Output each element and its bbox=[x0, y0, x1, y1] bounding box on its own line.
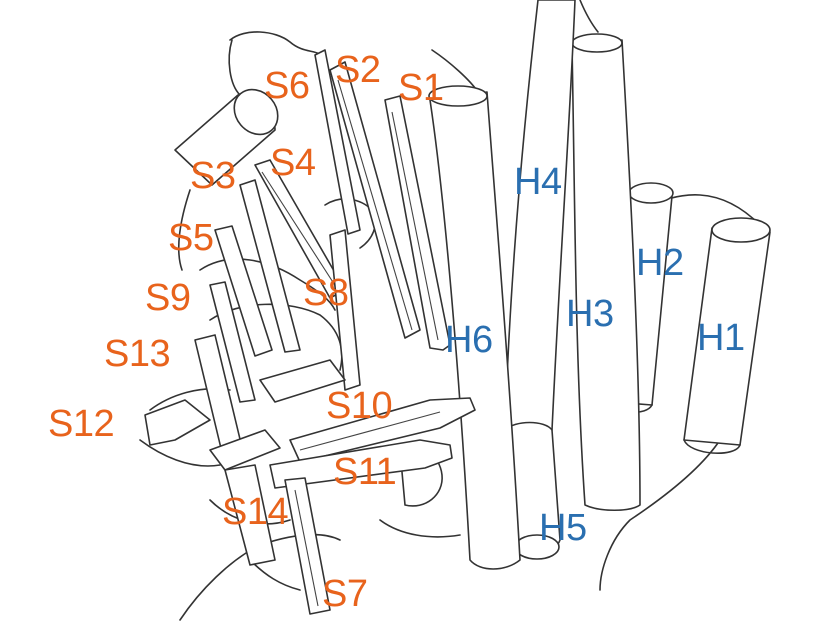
sheet-lower bbox=[144, 334, 476, 615]
label-H3: H3 bbox=[566, 293, 614, 335]
label-H2: H2 bbox=[636, 242, 684, 284]
label-S4: S4 bbox=[270, 142, 316, 184]
label-S7: S7 bbox=[322, 573, 367, 615]
label-H4: H4 bbox=[514, 161, 562, 203]
label-S10: S10 bbox=[326, 385, 392, 427]
label-S11: S11 bbox=[333, 451, 396, 493]
label-S3: S3 bbox=[190, 155, 235, 197]
helix-labels: H1 H2 H3 H4 H5 H6 bbox=[445, 161, 745, 549]
label-S6: S6 bbox=[264, 65, 309, 107]
sheet-upper bbox=[209, 49, 451, 403]
label-H5: H5 bbox=[539, 507, 587, 549]
label-H6: H6 bbox=[445, 319, 493, 361]
helix-small-top bbox=[174, 88, 279, 186]
helix-h3 bbox=[571, 33, 641, 512]
label-S9: S9 bbox=[145, 277, 190, 319]
label-S5: S5 bbox=[168, 217, 213, 259]
label-S8: S8 bbox=[303, 272, 348, 314]
label-S12: S12 bbox=[48, 403, 114, 445]
helix-h4 bbox=[504, 0, 576, 436]
label-S2: S2 bbox=[335, 49, 380, 91]
label-H1: H1 bbox=[697, 317, 745, 359]
helix-h1 bbox=[683, 217, 771, 455]
strand-labels: S1 S2 S3 S4 S5 S6 S7 S8 S9 S10 S11 S12 S… bbox=[48, 49, 444, 615]
label-S14: S14 bbox=[222, 491, 288, 533]
label-S13: S13 bbox=[104, 333, 170, 375]
label-S1: S1 bbox=[398, 67, 443, 109]
helix-h5 bbox=[504, 421, 561, 560]
helix-h6 bbox=[428, 85, 521, 570]
